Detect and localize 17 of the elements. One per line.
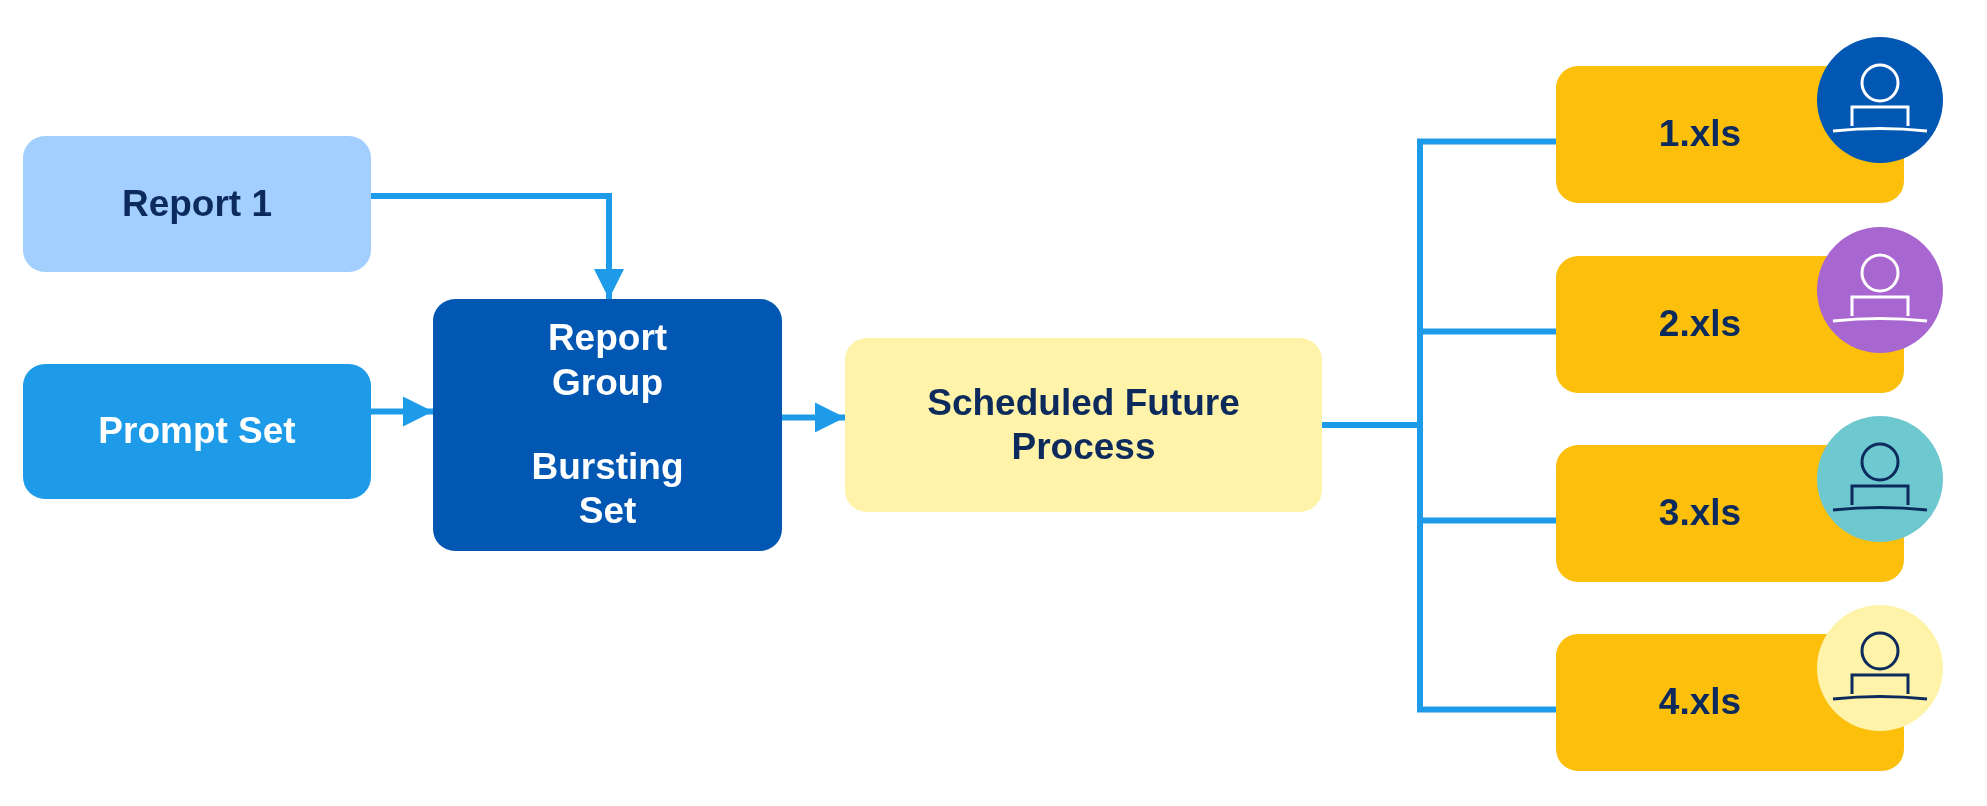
box-label: 3.xls — [1658, 491, 1742, 536]
box-label: Prompt Set — [98, 409, 296, 454]
box-label: Scheduled Future Process — [926, 380, 1241, 469]
process-box — [23, 136, 371, 272]
box-label: 2.xls — [1658, 302, 1742, 347]
box-sublabel: Bursting Set — [530, 445, 685, 534]
arrow — [371, 396, 433, 427]
box-label: Report Group — [546, 316, 669, 405]
connector-line — [1322, 422, 1556, 713]
box-label: Report 1 — [121, 181, 273, 226]
process-box — [845, 338, 1322, 512]
box-label: 4.xls — [1658, 680, 1742, 725]
process-box — [433, 299, 782, 551]
box-label: 1.xls — [1658, 112, 1742, 157]
process-box — [23, 364, 371, 499]
arrow — [782, 402, 845, 433]
arrow — [371, 193, 624, 299]
